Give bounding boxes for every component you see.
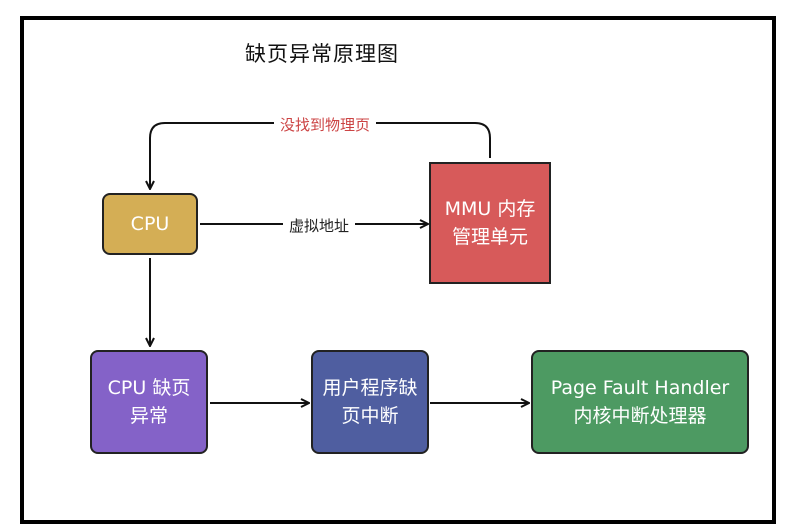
node-cpu-fault: CPU 缺页 异常 bbox=[90, 350, 208, 454]
node-mmu: MMU 内存 管理单元 bbox=[429, 162, 551, 284]
edge-label-mmu-to-cpu: 没找到物理页 bbox=[274, 114, 377, 135]
node-cpu: CPU bbox=[102, 193, 198, 255]
diagram-title: 缺页异常原理图 bbox=[245, 42, 399, 66]
node-user-interrupt: 用户程序缺 页中断 bbox=[311, 350, 429, 454]
node-kernel-handler: Page Fault Handler 内核中断处理器 bbox=[531, 350, 749, 454]
node-cpu-fault-label: CPU 缺页 异常 bbox=[107, 377, 191, 427]
node-cpu-label: CPU bbox=[130, 213, 170, 235]
node-mmu-label: MMU 内存 管理单元 bbox=[444, 198, 536, 248]
node-user-interrupt-label: 用户程序缺 页中断 bbox=[322, 377, 418, 427]
node-kernel-handler-label: Page Fault Handler 内核中断处理器 bbox=[550, 377, 730, 427]
edge-label-cpu-to-mmu: 虚拟地址 bbox=[283, 215, 356, 236]
